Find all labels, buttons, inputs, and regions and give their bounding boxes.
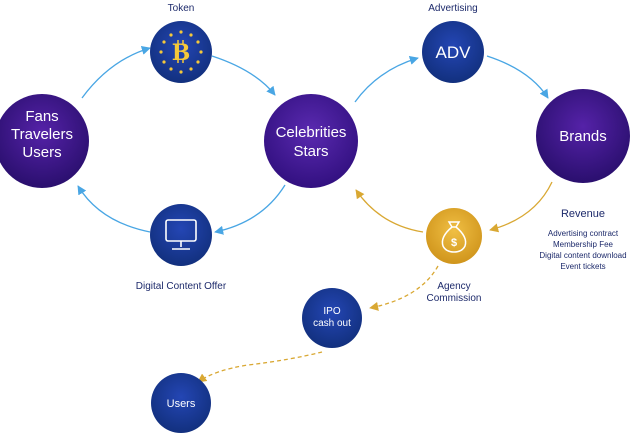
brands-text: Brands xyxy=(559,128,607,145)
node-brands: Brands xyxy=(536,89,630,183)
label-advertising: Advertising xyxy=(428,3,477,14)
arrow-digital-to-fans xyxy=(77,185,151,233)
node-commission: $ xyxy=(426,208,482,264)
users-text: Users xyxy=(167,398,196,410)
arrow-brands-to-commission xyxy=(489,181,553,233)
label-agency: Agency xyxy=(437,281,470,292)
revenue-item-2: Membership Fee xyxy=(553,240,614,249)
label-digital-content-offer: Digital Content Offer xyxy=(136,281,227,292)
node-adv: ADV xyxy=(422,21,484,83)
fans-line-1: Fans xyxy=(25,108,58,125)
arrow-commission-to-celebrities xyxy=(355,189,424,233)
monitor-icon xyxy=(165,219,197,250)
node-fans: Fans Travelers Users xyxy=(0,94,89,188)
bitcoin-b-icon: B xyxy=(172,40,191,66)
adv-text: ADV xyxy=(436,43,472,62)
label-revenue: Revenue xyxy=(561,208,605,220)
node-celebrities: Celebrities Stars xyxy=(264,94,358,188)
celebrities-line-2: Stars xyxy=(293,143,328,160)
revenue-item-3: Digital content download xyxy=(539,251,626,260)
ipo-line-1: IPO xyxy=(323,306,340,317)
node-digital xyxy=(150,204,212,266)
label-commission: Commission xyxy=(426,293,481,304)
revenue-item-4: Event tickets xyxy=(560,262,605,271)
revenue-item-1: Advertising contract xyxy=(548,229,619,238)
ipo-line-2: cash out xyxy=(313,318,351,329)
arrow-celebrities-to-adv xyxy=(354,55,419,103)
fans-line-3: Users xyxy=(22,144,61,161)
arrow-token-to-celebrities xyxy=(211,55,276,96)
svg-text:B: B xyxy=(172,40,191,66)
fans-line-2: Travelers xyxy=(11,126,73,143)
arrow-commission-to-ipo xyxy=(369,265,439,311)
arrow-ipo-to-users xyxy=(197,351,323,383)
label-token: Token xyxy=(168,3,195,14)
celebrities-line-1: Celebrities xyxy=(276,124,347,141)
node-users: Users xyxy=(151,373,211,433)
arrow-fans-to-token xyxy=(81,45,151,99)
arrow-adv-to-brands xyxy=(486,55,549,99)
eu-stars-icon xyxy=(159,30,203,74)
svg-text:$: $ xyxy=(451,237,457,249)
arrow-celebrities-to-digital xyxy=(214,184,286,235)
node-token: B xyxy=(150,21,212,83)
node-ipo: IPO cash out xyxy=(302,288,362,348)
money-bag-icon xyxy=(441,221,467,253)
